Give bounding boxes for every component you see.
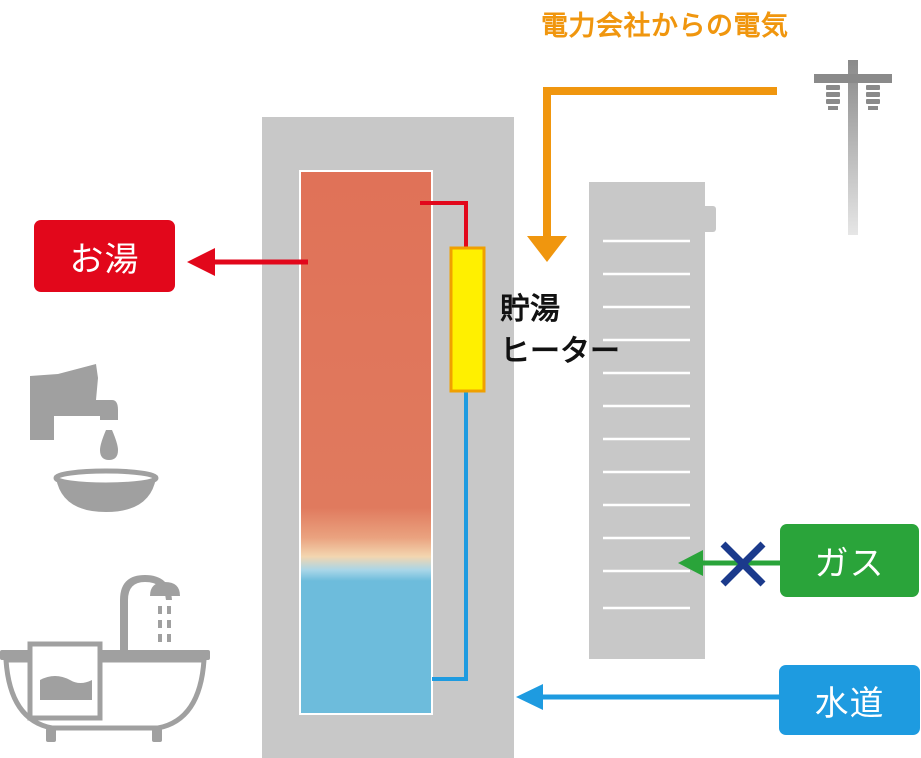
faucet-icon bbox=[30, 364, 159, 512]
water-supply-badge: 水道 bbox=[779, 665, 920, 735]
blocked-x-icon bbox=[720, 541, 766, 587]
gas-badge: ガス bbox=[780, 524, 919, 597]
electricity-label: 電力会社からの電気 bbox=[541, 11, 789, 42]
power-pole-icon bbox=[814, 60, 892, 235]
heater-label-line1: 貯湯 bbox=[500, 292, 560, 327]
storage-tank bbox=[299, 170, 433, 715]
hot-water-label: お湯 bbox=[69, 239, 140, 280]
water-supply-arrow bbox=[516, 684, 780, 710]
hot-water-arrow bbox=[187, 248, 308, 276]
cold-pipe bbox=[432, 391, 468, 681]
water-supply-label: 水道 bbox=[814, 683, 885, 724]
gas-water-heater bbox=[589, 182, 716, 659]
hot-pipe bbox=[420, 201, 468, 248]
hot-water-badge: お湯 bbox=[34, 220, 175, 292]
bathtub-icon bbox=[0, 575, 210, 742]
electricity-arrow bbox=[527, 87, 777, 262]
heater-label-line2: ヒーター bbox=[500, 334, 620, 369]
heater-element bbox=[449, 246, 486, 393]
gas-label: ガス bbox=[814, 544, 885, 584]
